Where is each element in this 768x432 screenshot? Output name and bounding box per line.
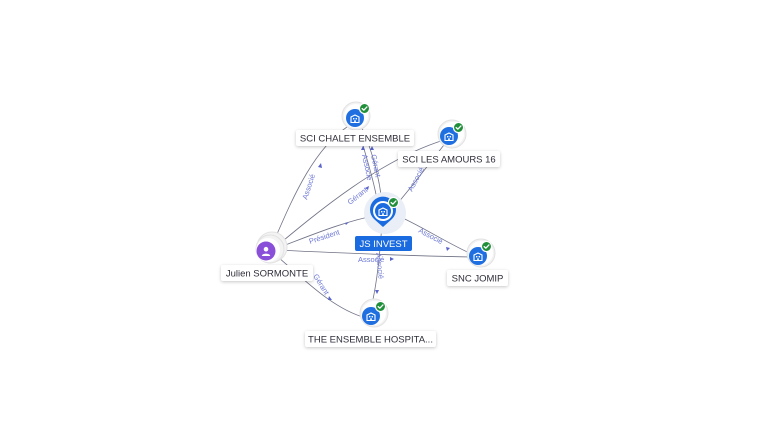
arrow-person-chalet [318, 163, 322, 168]
node-sci-chalet-ensemble[interactable]: SCI CHALET ENSEMBLE [296, 101, 414, 146]
arrow-main-chalet-b [370, 146, 374, 150]
edge-person-amours[interactable] [271, 139, 445, 251]
verified-check-icon [388, 197, 399, 208]
arrow-main-snc [446, 247, 450, 251]
arrow-person-hospita [328, 296, 332, 300]
verified-check-icon [481, 241, 492, 252]
node-js-invest[interactable]: JS INVEST [355, 192, 412, 251]
node-julien-sormonte[interactable]: Julien SORMONTE [221, 231, 313, 281]
edge-arrows [318, 146, 450, 300]
arrow-main-chalet [361, 146, 365, 150]
node-label-snc-jomip: SNC JOMIP [452, 274, 504, 285]
edge-person-snc[interactable] [275, 249, 473, 258]
node-label-hospita: THE ENSEMBLE HOSPITA... [308, 335, 433, 346]
node-snc-jomip[interactable]: SNC JOMIP [447, 238, 508, 286]
edge-label-main-amours: Associé [406, 166, 426, 193]
node-label-main: JS INVEST [359, 239, 407, 250]
arrow-person-main [345, 222, 349, 225]
edge-label-person-hospita: Gérant [311, 272, 331, 297]
node-label-person: Julien SORMONTE [226, 269, 308, 280]
edge-label-main-snc: Associé [417, 226, 444, 246]
edge-label-main-hospita: Associé [374, 252, 386, 279]
verified-check-icon [453, 122, 464, 133]
edge-person-hospita[interactable] [271, 251, 367, 319]
node-the-ensemble-hospita[interactable]: THE ENSEMBLE HOSPITA... [305, 298, 436, 347]
arrow-main-hospita [375, 290, 379, 294]
node-label-sci-chalet: SCI CHALET ENSEMBLE [300, 134, 410, 145]
edge-label-person-snc: Associé [358, 255, 384, 264]
verified-check-icon [359, 103, 370, 114]
edge-label-person-chalet: Associé [300, 173, 317, 201]
arrow-person-amours [365, 186, 369, 190]
verified-check-icon [375, 301, 386, 312]
node-sci-les-amours-16[interactable]: SCI LES AMOURS 16 [398, 119, 500, 167]
node-label-sci-amours: SCI LES AMOURS 16 [402, 155, 495, 166]
arrow-person-snc [390, 257, 394, 261]
